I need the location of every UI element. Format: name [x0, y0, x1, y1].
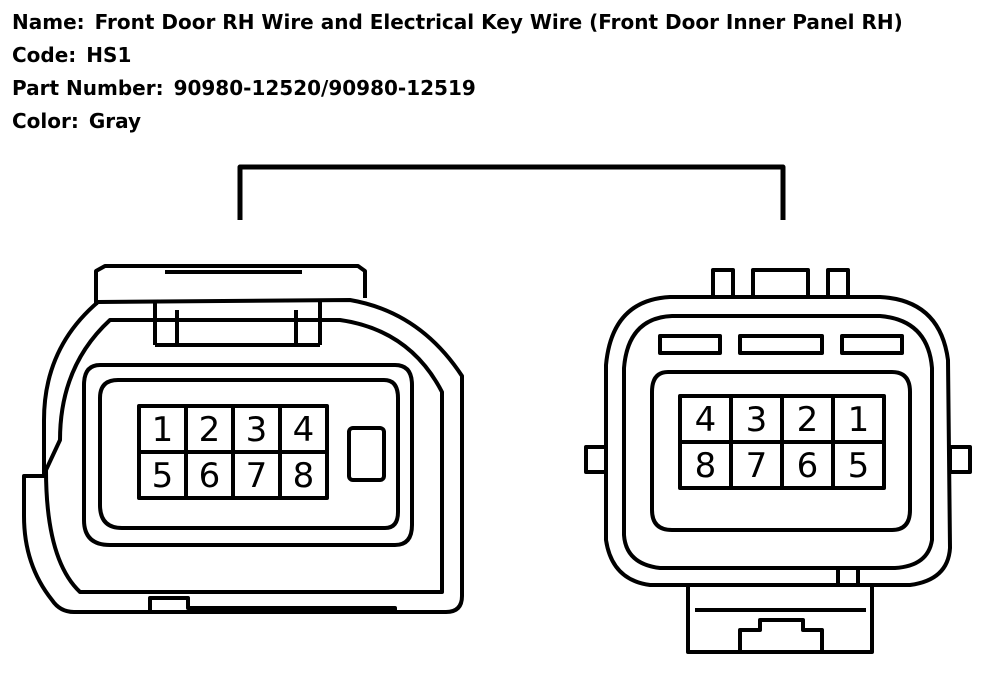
right-top-tab-center	[751, 268, 810, 297]
right-pin-cell	[831, 440, 886, 490]
left-housing-contour	[44, 318, 444, 594]
left-side-lock	[347, 426, 386, 482]
right-pin-1: 1	[831, 394, 886, 444]
left-pin-7: 7	[231, 450, 282, 500]
left-pin-6: 6	[184, 450, 235, 500]
right-pin-label: 5	[848, 446, 870, 486]
right-pin-5: 5	[831, 440, 886, 490]
left-pin-2: 2	[184, 404, 235, 454]
left-pin-8: 8	[278, 450, 329, 500]
name-label: Name:	[12, 10, 85, 34]
right-pin-8: 8	[678, 440, 733, 490]
left-pin-label: 3	[246, 410, 268, 450]
left-pin-4: 4	[278, 404, 329, 454]
left-inner-latch	[153, 300, 322, 347]
right-pin-label: 7	[746, 446, 768, 486]
right-pin-label: 3	[746, 400, 768, 440]
code-value: HS1	[86, 43, 132, 67]
right-pin-label: 8	[695, 446, 717, 486]
left-cavity-frame	[98, 378, 400, 530]
part-number-label: Part Number:	[12, 76, 164, 100]
code-row: Code: HS1	[12, 39, 903, 72]
left-pin-label: 5	[152, 456, 174, 496]
part-number-row: Part Number: 90980-12520/90980-12519	[12, 72, 903, 105]
right-inner-contour	[622, 314, 934, 570]
code-label: Code:	[12, 43, 77, 67]
right-ear-left	[584, 445, 608, 474]
right-small-tab	[836, 566, 860, 587]
mating-bracket	[237, 164, 786, 220]
color-label: Color:	[12, 109, 79, 133]
left-top-latch	[94, 264, 367, 305]
right-pin-6: 6	[780, 440, 835, 490]
right-pin-label: 1	[848, 400, 870, 440]
part-number-value: 90980-12520/90980-12519	[173, 76, 476, 100]
left-pin-label: 8	[293, 456, 315, 496]
right-slot-left	[658, 334, 722, 355]
right-lock-button	[738, 618, 824, 652]
left-bottom-notch	[148, 596, 397, 612]
left-pin-label: 7	[246, 456, 268, 496]
right-pin-2: 2	[780, 394, 835, 444]
right-slot-right	[840, 334, 904, 355]
left-pin-cell	[278, 450, 329, 500]
color-row: Color: Gray	[12, 105, 903, 138]
left-outer-housing	[22, 298, 464, 614]
right-pin-4: 4	[678, 394, 733, 444]
left-inner-frame	[82, 363, 414, 547]
name-value: Front Door RH Wire and Electrical Key Wi…	[94, 10, 903, 34]
name-row: Name: Front Door RH Wire and Electrical K…	[12, 6, 903, 39]
right-pin-3: 3	[729, 394, 784, 444]
right-ear-right	[948, 445, 972, 474]
right-outer-housing	[604, 295, 952, 587]
right-top-tab-left	[711, 268, 735, 297]
right-slot-center	[738, 334, 824, 355]
left-pin-1: 1	[137, 404, 188, 454]
right-pin-label: 2	[797, 400, 819, 440]
right-top-tab-right	[826, 268, 850, 297]
left-pin-label: 1	[152, 410, 174, 450]
right-pin-label: 4	[695, 400, 717, 440]
left-pin-3: 3	[231, 404, 282, 454]
color-value: Gray	[88, 109, 142, 133]
connector-info: Name: Front Door RH Wire and Electrical K…	[12, 6, 903, 138]
right-lower-lock	[686, 585, 874, 654]
right-pin-label: 6	[797, 446, 819, 486]
left-pin-label: 6	[199, 456, 221, 496]
left-pin-label: 2	[199, 410, 221, 450]
left-pin-label: 4	[293, 410, 315, 450]
left-pin-5: 5	[137, 450, 188, 500]
right-cavity-frame	[650, 370, 912, 532]
right-pin-7: 7	[729, 440, 784, 490]
